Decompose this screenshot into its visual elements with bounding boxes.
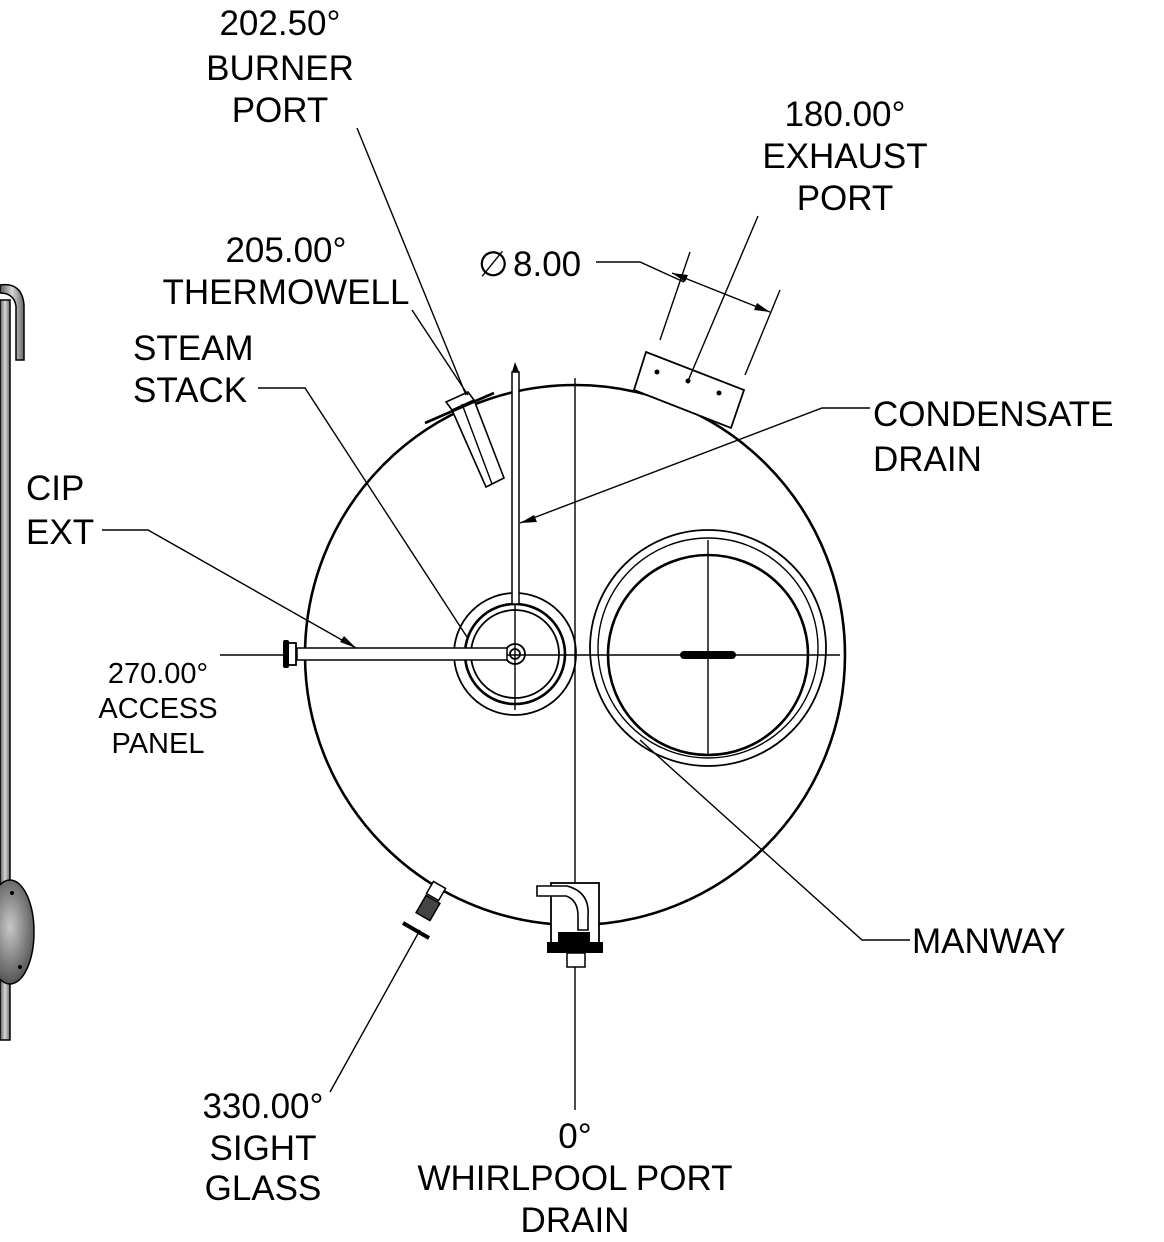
thermowell-angle: 205.00° bbox=[225, 231, 346, 270]
thermowell bbox=[424, 391, 506, 489]
access-panel-angle: 270.00° bbox=[108, 658, 208, 690]
exhaust-port-line1: EXHAUST bbox=[762, 137, 927, 176]
condensate-drain-line1: CONDENSATE bbox=[873, 395, 1114, 434]
manway-leader bbox=[639, 739, 910, 941]
cip-ext-line2: EXT bbox=[26, 513, 94, 552]
thermowell-leader bbox=[411, 309, 469, 396]
whirlpool-line1: WHIRLPOOL PORT bbox=[417, 1159, 732, 1198]
side-pipe bbox=[0, 299, 11, 1041]
diameter-value: 8.00 bbox=[513, 245, 581, 284]
whirlpool-port bbox=[536, 882, 603, 968]
access-panel-line2: PANEL bbox=[112, 728, 205, 760]
side-flange bbox=[0, 879, 35, 985]
whirlpool-line2: DRAIN bbox=[521, 1201, 630, 1240]
vessel-top-view bbox=[220, 350, 847, 1110]
side-view-fragment bbox=[0, 283, 35, 1041]
condensate-leader bbox=[519, 407, 870, 524]
exhaust-port-leader bbox=[687, 215, 759, 382]
burner-port-line2: PORT bbox=[232, 91, 329, 130]
condensate-pipe bbox=[511, 362, 520, 605]
sight-glass-line2: GLASS bbox=[205, 1169, 322, 1208]
access-panel-line1: ACCESS bbox=[98, 693, 217, 725]
burner-port-line1: BURNER bbox=[206, 49, 354, 88]
side-pipe-hook bbox=[0, 283, 25, 361]
sight-glass-angle: 330.00° bbox=[202, 1087, 323, 1126]
exhaust-port-angle: 180.00° bbox=[784, 95, 905, 134]
labels: 202.50° BURNER PORT 180.00° EXHAUST PORT… bbox=[26, 4, 1114, 1240]
cip-ext-leader bbox=[102, 529, 357, 649]
manway-handle bbox=[680, 651, 736, 659]
diameter-symbol: ∅ bbox=[478, 245, 509, 284]
burner-port-leader bbox=[356, 127, 467, 396]
cip-ext-pipe bbox=[283, 640, 508, 668]
manway bbox=[589, 529, 827, 767]
steam-stack-line2: STACK bbox=[133, 371, 247, 410]
steam-stack-leader bbox=[258, 387, 468, 638]
sight-glass-line1: SIGHT bbox=[210, 1129, 317, 1168]
exhaust-port bbox=[632, 350, 746, 430]
manway-label: MANWAY bbox=[912, 922, 1066, 961]
sight-glass-leader bbox=[329, 929, 421, 1093]
burner-port-angle: 202.50° bbox=[219, 4, 340, 43]
whirlpool-angle: 0° bbox=[558, 1117, 591, 1156]
thermowell-line1: THERMOWELL bbox=[163, 273, 410, 312]
condensate-drain-line2: DRAIN bbox=[873, 440, 982, 479]
sight-glass bbox=[402, 880, 447, 940]
steam-stack-line1: STEAM bbox=[133, 329, 254, 368]
cip-ext-line1: CIP bbox=[26, 469, 84, 508]
diameter-dimension: ∅ 8.00 bbox=[478, 245, 781, 376]
leader-lines bbox=[102, 127, 910, 1093]
exhaust-port-line2: PORT bbox=[797, 179, 894, 218]
